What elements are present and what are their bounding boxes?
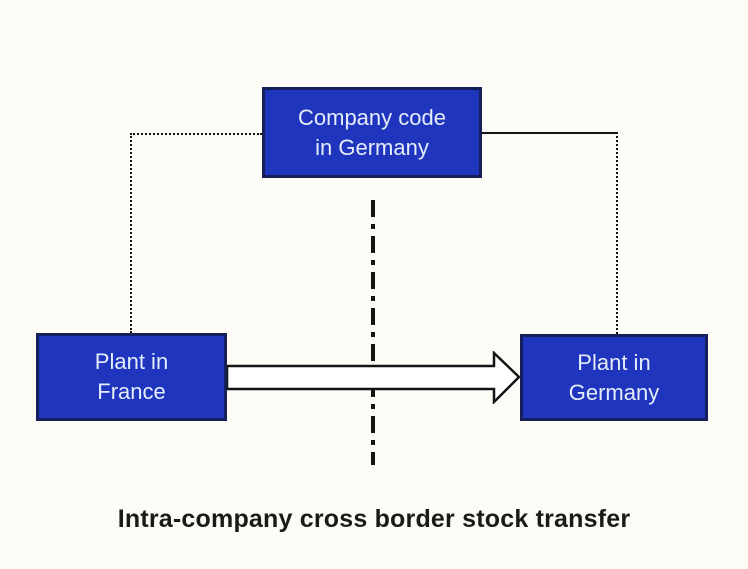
country-border-line [371,200,375,465]
connector-right-vertical [616,132,618,334]
diagram-title: Intra-company cross border stock transfe… [117,505,631,533]
node-label-line: Plant in [94,349,169,375]
node-label-line: Germany [568,379,660,405]
node-company-code-germany: Company code in Germany [262,87,482,178]
node-label-line: in Germany [315,134,429,160]
stock-transfer-arrow [225,350,522,406]
connector-left-horizontal [130,133,262,135]
connector-right-horizontal [482,132,618,134]
block-arrow-icon [225,350,521,406]
node-label-line: Company code [298,104,446,130]
node-plant-germany: Plant in Germany [520,334,708,421]
connector-left-vertical [130,133,132,333]
node-label-line: France [97,379,166,404]
node-label-line: Plant in [577,349,651,375]
node-plant-france: Plant in France [36,333,227,421]
